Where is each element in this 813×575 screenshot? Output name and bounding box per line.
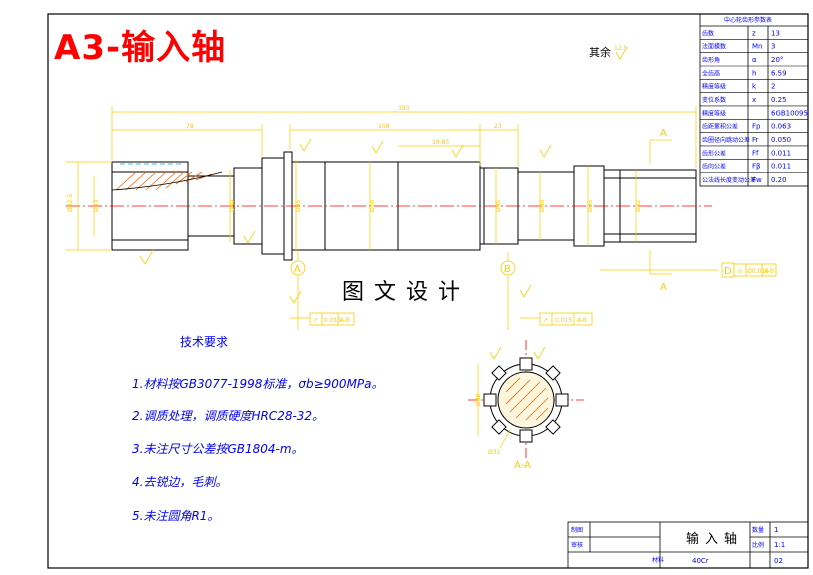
param-symbol: Ff — [752, 149, 759, 157]
dim-len-a: 78 — [186, 123, 194, 130]
tb-drawing-no: 02 — [774, 557, 783, 565]
param-symbol: Fβ — [752, 163, 761, 171]
tb-designer-label: 制图 — [571, 526, 583, 534]
section-mark-bottom: A — [660, 282, 667, 293]
param-name: 公法线长度变动公差 — [702, 176, 756, 184]
watermark: 图文设计 — [338, 274, 475, 306]
tol-frame-2-symbol: ↗ — [543, 317, 548, 324]
section-view — [468, 340, 584, 460]
tb-checker-label: 审核 — [571, 541, 583, 549]
param-value: 6GB10095 — [771, 109, 808, 117]
section-mark-top: A — [660, 128, 667, 139]
param-name: 精度等级 — [702, 109, 726, 117]
param-symbol: Fp — [752, 123, 761, 131]
tb-part-name: 输入轴 — [686, 531, 743, 547]
dim-d1: Ø42.5 — [67, 194, 74, 212]
param-value: 0.20 — [771, 176, 787, 184]
param-symbol: x — [752, 96, 756, 104]
param-symbol: α — [752, 56, 757, 64]
tol-frame-1-value: 0.015 — [324, 317, 341, 324]
frame-border — [47, 13, 809, 569]
param-name: 齿形角 — [702, 56, 720, 64]
param-value: 6.59 — [771, 69, 787, 77]
tol-frame-1-datum: A-B — [340, 317, 350, 324]
tech-req-item-2: 2.调质处理，调质硬度HRC28-32。 — [132, 409, 325, 423]
datum-a-label: A — [294, 264, 301, 275]
tech-req-item-1: 1.材料按GB3077-1998标准，σb≥900MPa。 — [132, 377, 384, 391]
param-symbol: Fr — [752, 136, 759, 144]
remainder-label: 其余 — [589, 46, 611, 59]
dim-d7: Ø40 — [539, 199, 546, 212]
dim-len-c: 23 — [494, 123, 502, 130]
title-block-grid — [567, 521, 809, 569]
dimension-lines — [66, 106, 718, 330]
param-name: 齿形公差 — [702, 149, 726, 157]
param-name: 全齿高 — [702, 69, 720, 77]
dim-d5: Ø50 — [369, 199, 376, 212]
section-inner-dia: Ø32 — [488, 449, 501, 456]
param-name: 齿距累积公差 — [702, 123, 738, 131]
param-name: 齿向公差 — [702, 163, 726, 171]
param-table-rows: 齿数 z 13 法面模数 Mn 3 齿形角 α 20° 全齿高 h 6.59 精度等级 k 2 变位系数 x 0.… — [700, 29, 808, 184]
param-name: 法面模数 — [702, 43, 726, 51]
datum-b-label: B — [504, 264, 511, 275]
param-symbol: Fw — [752, 176, 762, 184]
param-value: 0.011 — [771, 163, 791, 171]
tol-frame-2-value: 0.015 — [555, 317, 572, 324]
tb-material-label: 材料 — [652, 556, 664, 564]
tech-req-item-5: 5.未注圆角R1。 — [132, 509, 220, 523]
tb-qty-value: 1 — [774, 526, 778, 534]
dim-d2: Ø33 — [93, 199, 100, 212]
param-value: 3 — [771, 43, 775, 51]
param-value: 0.063 — [771, 123, 791, 131]
tech-req-title: 技术要求 — [180, 335, 229, 349]
section-outer-dia: Ø38 — [475, 393, 482, 406]
param-value: 20° — [771, 56, 783, 64]
surface-finish-marks — [139, 46, 628, 304]
tech-req-item-4: 4.去锐边，毛刺。 — [132, 475, 228, 489]
tol-frame-3-datum: A-B — [764, 268, 774, 275]
dim-d6: Ø45 — [495, 199, 502, 212]
dim-d4: Ø45 — [295, 199, 302, 212]
tech-req-item-3: 3.未注尺寸公差按GB1804-m。 — [132, 442, 304, 456]
param-symbol: z — [752, 29, 756, 37]
param-symbol: Mn — [752, 43, 762, 51]
section-label: A-A — [514, 460, 531, 471]
param-value: 13 — [771, 29, 780, 37]
dim-chamfer-note: 18.85 — [432, 139, 449, 146]
datum-markers — [290, 260, 735, 278]
param-name: 精度等级 — [702, 83, 726, 91]
param-value: 0.011 — [771, 149, 791, 157]
param-value: 0.050 — [771, 136, 791, 144]
tb-qty-label: 数量 — [752, 526, 764, 534]
tol-frame-1-symbol: ↗ — [313, 317, 318, 324]
param-value: 2 — [771, 83, 775, 91]
surface-finish-value: 12.5 — [614, 45, 628, 52]
param-symbol: h — [752, 69, 756, 77]
param-name: 齿圈径向跳动公差 — [702, 136, 750, 144]
param-table-title: 中心轮齿形参数表 — [724, 16, 772, 24]
tol-frame-3-symbol: ◎ — [737, 268, 742, 275]
dim-len-b: 108 — [378, 123, 390, 130]
dim-d3: Ø40 — [229, 199, 236, 212]
dim-d8: Ø35 — [587, 199, 594, 212]
tb-scale-label: 比例 — [752, 541, 764, 549]
param-name: 齿数 — [702, 29, 714, 37]
tol-frame-3-value: Ø0.015 — [747, 268, 769, 275]
dim-overall-length: 393 — [398, 105, 410, 112]
tb-scale-value: 1:1 — [774, 541, 785, 549]
break-line — [111, 171, 223, 191]
drawing-title: A3-输入轴 — [54, 28, 227, 68]
tol-frame-2-datum: A-B — [577, 317, 587, 324]
tolerance-frame-group — [309, 263, 777, 326]
dim-d9: Ø32 — [635, 199, 642, 212]
tb-material: 40Cr — [692, 557, 709, 565]
datum-d-label: D — [724, 266, 732, 277]
param-value: 0.25 — [771, 96, 787, 104]
param-name: 变位系数 — [702, 96, 726, 104]
param-symbol: k — [752, 83, 757, 91]
